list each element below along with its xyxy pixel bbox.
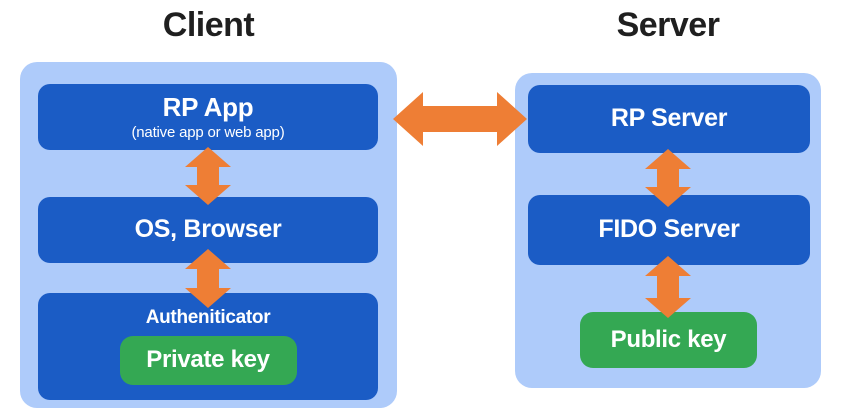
client-column-title: Client	[162, 6, 255, 44]
rp-app-sublabel: (native app or web app)	[131, 123, 285, 141]
public-key-label: Public key	[610, 326, 727, 353]
rp-app-label: RP App	[162, 92, 254, 123]
private-key-chip: Private key	[119, 335, 297, 385]
os-browser-label: OS, Browser	[134, 215, 282, 244]
private-key-label: Private key	[146, 346, 270, 374]
server-container: RP Server FIDO Server Public key	[515, 73, 821, 388]
fido-server-box: FIDO Server	[528, 195, 810, 265]
client-server-horizontal-double-arrow-icon	[393, 92, 527, 146]
fido-server-label: FIDO Server	[598, 215, 740, 244]
authenticator-box: Autheniticator Private key	[38, 293, 378, 400]
rp-server-label: RP Server	[610, 104, 728, 133]
rp-server-box: RP Server	[528, 85, 810, 153]
client-container: RP App (native app or web app) OS, Brows…	[20, 62, 397, 408]
rp-app-box: RP App (native app or web app)	[38, 84, 378, 150]
public-key-chip: Public key	[580, 312, 757, 368]
os-browser-box: OS, Browser	[38, 197, 378, 263]
authenticator-label: Autheniticator	[145, 307, 271, 328]
server-column-title: Server	[616, 6, 720, 44]
